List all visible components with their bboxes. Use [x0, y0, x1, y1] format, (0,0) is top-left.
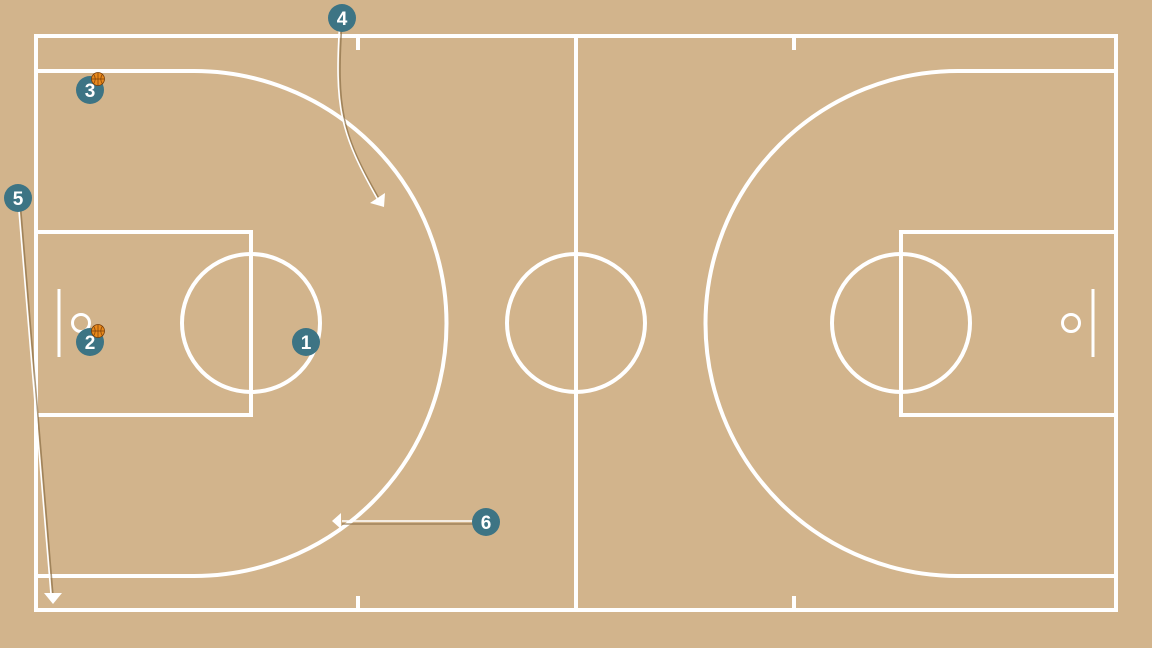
left-key [36, 230, 253, 417]
player-label: 6 [481, 513, 492, 534]
player-1[interactable]: 1 [292, 328, 320, 356]
basketball-icon [91, 324, 105, 338]
player-2[interactable]: 2 [76, 324, 105, 357]
player-6[interactable]: 6 [472, 508, 500, 536]
center-circle [505, 252, 647, 394]
arrow-head-icon [370, 193, 385, 207]
right-key [899, 230, 1116, 417]
player-3[interactable]: 3 [76, 72, 105, 105]
movement-path-player-5 [17, 198, 62, 604]
court-lines [34, 34, 1118, 612]
players: 1 2 3 4 5 6 [4, 4, 500, 536]
left-free-throw-circle [180, 252, 322, 394]
movement-path-player-6 [332, 513, 474, 529]
player-4[interactable]: 4 [328, 4, 356, 32]
arrow-head-icon [332, 513, 341, 529]
player-label: 5 [13, 189, 24, 210]
basketball-icon [91, 72, 105, 86]
player-label: 2 [85, 333, 96, 354]
player-label: 3 [85, 81, 96, 102]
left-half-court [36, 69, 449, 578]
player-label: 4 [337, 9, 348, 30]
left-three-point-line [36, 69, 449, 578]
movement-paths [17, 18, 474, 604]
right-hoop [1061, 313, 1081, 333]
player-label: 1 [301, 333, 312, 354]
right-free-throw-circle [830, 252, 972, 394]
arrow-head-icon [44, 593, 62, 604]
right-half-court [703, 69, 1116, 578]
player-5[interactable]: 5 [4, 184, 32, 212]
right-three-point-line [703, 69, 1116, 578]
movement-path-player-4 [337, 18, 385, 207]
